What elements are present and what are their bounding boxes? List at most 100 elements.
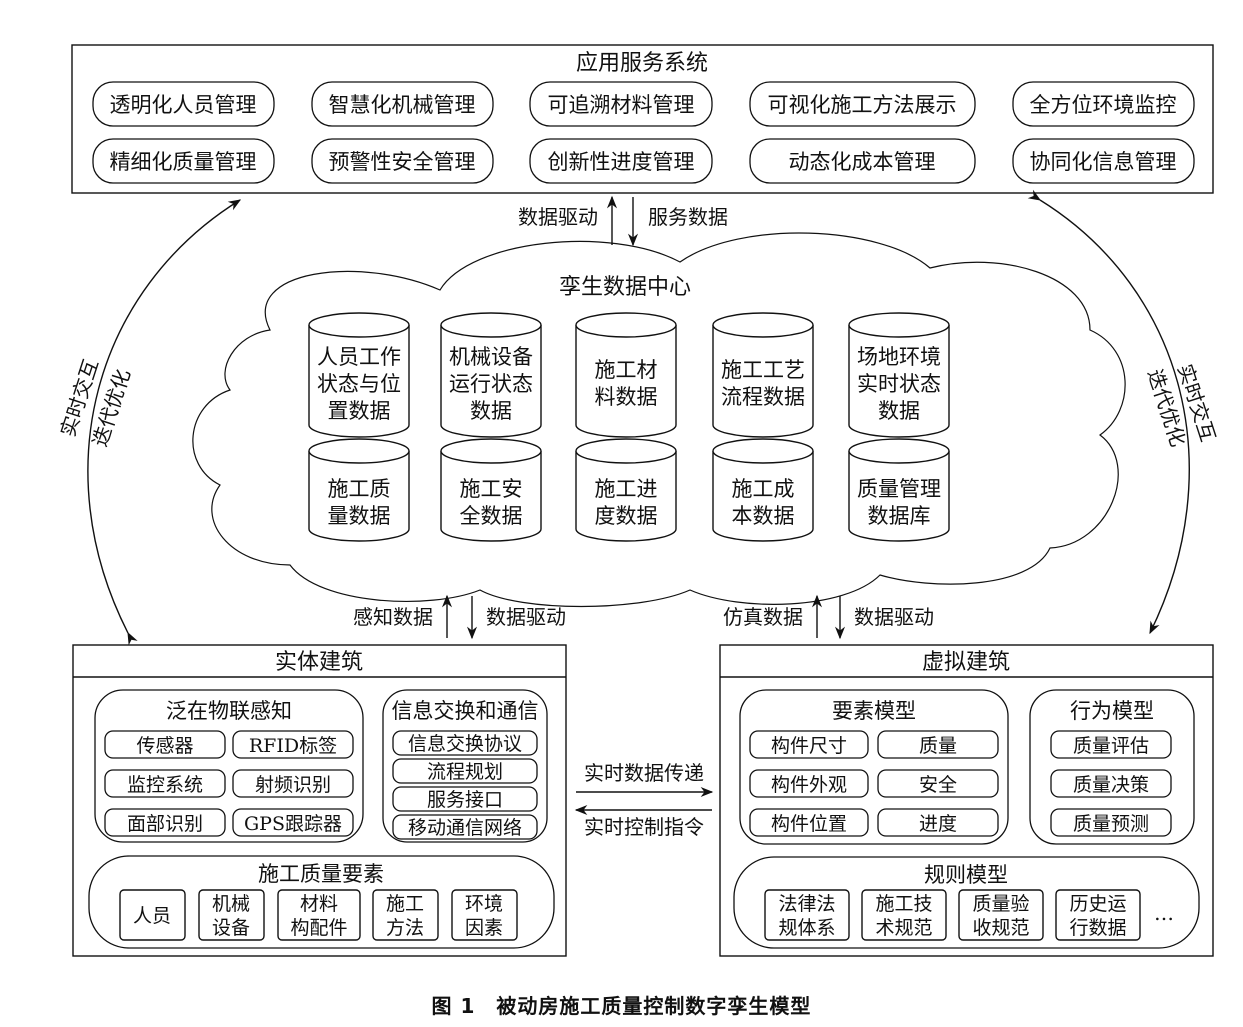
top-arrows: 数据驱动 服务数据 [518,195,728,247]
application-service-title: 应用服务系统 [576,51,708,76]
service-box [92,138,275,184]
service-label: 透明化人员管理 [110,93,257,117]
comm-item: 服务接口 [427,789,503,811]
quality-item: 构配件 [290,917,347,939]
cylinder: 施工进 度数据 [575,438,677,542]
comm-item: 移动通信网络 [408,817,522,839]
realtime-data-label: 实时数据传递 [584,761,704,785]
behavior-item: 质量预测 [1073,813,1149,835]
service-box [1012,138,1195,184]
cylinder-label: 施工成 [732,477,795,501]
application-service-system: 应用服务系统 透明化人员管理 智慧化机械管理 可追溯材料管理 可视化施工方法展示… [71,44,1214,194]
element-model: 要素模型 构件尺寸 质量 构件外观 安全 构件位置 进度 [739,689,1009,845]
info-exchange: 信息交换和通信 信息交换协议 流程规划 服务接口 移动通信网络 [382,689,548,843]
cylinder-label: 实时状态 [857,372,941,396]
service-label: 智慧化机械管理 [329,93,476,117]
element-item: 构件外观 [771,774,847,796]
cylinder-label: 料数据 [595,385,658,409]
quality-elements: 施工质量要素 人员 机械 设备 材料 构配件 施工 方法 环境 因素 [88,855,555,949]
bottom-left-arrows: 感知数据 数据驱动 [353,594,566,640]
arrow-label: 数据驱动 [854,605,934,629]
cylinder-label: 流程数据 [721,385,805,409]
element-item: 安全 [919,774,957,796]
service-box [1012,81,1195,127]
cylinder-label: 施工质 [328,477,391,501]
service-box [749,81,976,127]
arrow-label: 数据驱动 [486,605,566,629]
rule-item: 行数据 [1069,917,1126,939]
iot-item: 面部识别 [127,813,203,835]
behavior-item: 质量评估 [1073,735,1149,757]
quality-item: 因素 [465,917,503,939]
service-box [92,81,275,127]
element-model-title: 要素模型 [832,699,916,723]
quality-item: 人员 [133,905,171,927]
cylinder-label: 施工进 [595,477,658,501]
cylinder-label: 数据库 [868,504,931,528]
cylinder-label: 数据 [878,399,920,423]
service-box [529,138,713,184]
service-box [311,138,494,184]
service-label: 动态化成本管理 [789,150,936,174]
physical-building: 实体建筑 泛在物联感知 传感器 RFID标签 监控系统 射频识别 面部识别 GP… [72,644,567,957]
quality-item: 材料 [300,893,338,915]
service-label: 协同化信息管理 [1030,150,1177,174]
service-box [749,138,976,184]
quality-item: 机械 [212,893,250,915]
middle-arrows: 实时数据传递 实时控制指令 [574,761,714,839]
bottom-right-arrows: 仿真数据 数据驱动 [723,594,934,640]
service-label: 精细化质量管理 [110,150,257,174]
cylinder-label: 施工安 [460,477,523,501]
virtual-building-title: 虚拟建筑 [922,650,1010,675]
iot-item: 传感器 [136,735,193,757]
rule-item: 法律法 [778,893,835,915]
cylinder: 施工成 本数据 [712,438,814,542]
realtime-control-label: 实时控制指令 [584,815,704,839]
figure-caption: 图 1 被动房施工质量控制数字孪生模型 [431,994,812,1018]
cylinder: 机械设备 运行状态 数据 [440,312,542,438]
service-data-label: 服务数据 [648,205,728,229]
rule-model: 规则模型 法律法 规体系 施工技 术规范 质量验 收规范 历史运 行数据 … [733,856,1200,949]
service-label: 创新性进度管理 [548,150,695,174]
comm-item: 流程规划 [427,761,503,783]
iot-item: 射频识别 [255,774,331,796]
twin-data-center: 孪生数据中心 人员工作 状态与位 置数据 机械设备 运行状态 数据 施工材 料数… [192,232,1126,608]
quality-item: 环境 [465,893,503,915]
service-box [529,81,713,127]
service-box [311,81,494,127]
data-center-title: 孪生数据中心 [559,275,691,300]
cylinder-label: 质量管理 [857,477,941,501]
quality-title: 施工质量要素 [258,862,384,886]
rule-more: … [1154,901,1174,925]
cylinder: 施工质 量数据 [308,438,410,542]
cylinder-label: 量数据 [328,504,391,528]
quality-item: 设备 [212,917,250,939]
iot-item: RFID标签 [249,735,337,757]
cylinder: 施工材 料数据 [575,312,677,438]
element-item: 构件尺寸 [771,735,847,757]
cylinder-label: 度数据 [595,504,658,528]
rule-item: 规体系 [778,917,835,939]
iot-title: 泛在物联感知 [166,699,292,723]
cylinder-label: 施工工艺 [721,358,805,382]
quality-item: 施工 [386,893,424,915]
comm-title: 信息交换和通信 [392,699,539,723]
service-label: 可追溯材料管理 [548,93,695,117]
rule-model-title: 规则模型 [924,863,1008,887]
service-row-1: 透明化人员管理 智慧化机械管理 可追溯材料管理 可视化施工方法展示 全方位环境监… [92,81,1195,127]
service-label: 预警性安全管理 [329,150,476,174]
iot-sensing: 泛在物联感知 传感器 RFID标签 监控系统 射频识别 面部识别 GPS跟踪器 [94,689,364,843]
virtual-building: 虚拟建筑 要素模型 构件尺寸 质量 构件外观 安全 构件位置 进度 行为模型 质… [719,644,1214,957]
arrow-label: 仿真数据 [723,605,803,629]
behavior-model: 行为模型 质量评估 质量决策 质量预测 [1029,689,1195,845]
rule-item: 历史运 [1069,893,1126,915]
quality-item: 方法 [386,917,424,939]
right-interaction-arc: 实时交互 迭代优化 [1027,189,1220,635]
service-row-2: 精细化质量管理 预警性安全管理 创新性进度管理 动态化成本管理 协同化信息管理 [92,138,1195,184]
cylinder: 场地环境 实时状态 数据 [848,312,950,438]
cylinder-label: 数据 [470,399,512,423]
element-item: 质量 [919,735,957,757]
left-interaction-arc: 实时交互 迭代优化 [56,199,242,646]
rule-item: 收规范 [972,917,1029,939]
